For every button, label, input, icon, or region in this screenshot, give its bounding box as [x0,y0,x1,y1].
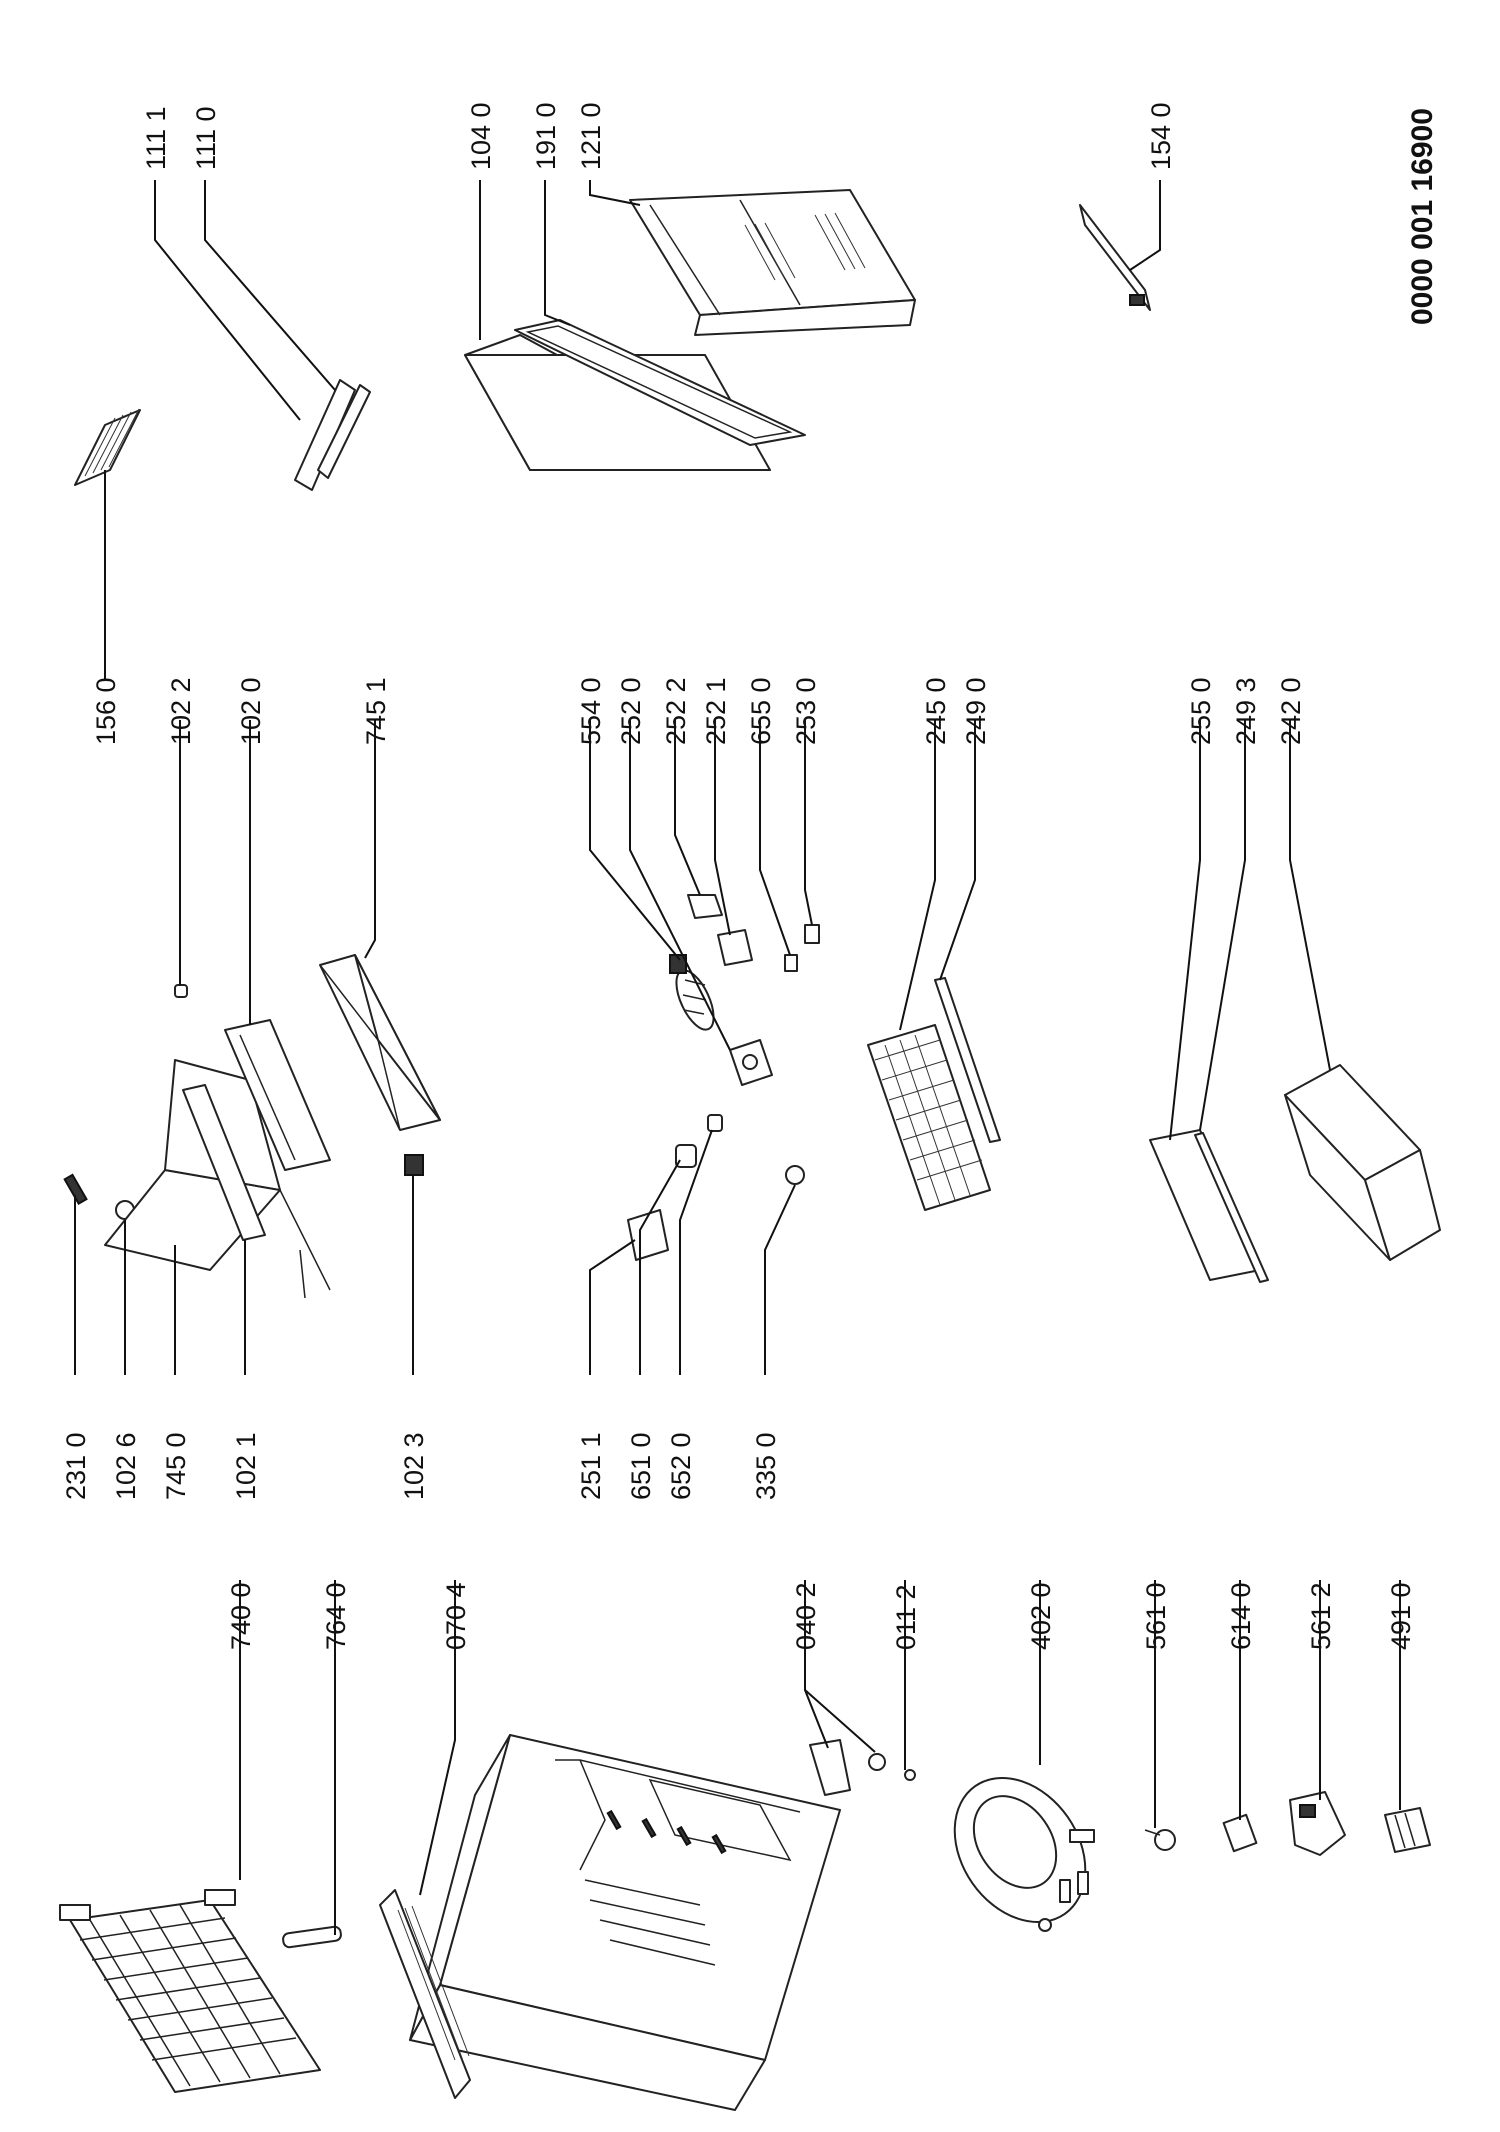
label-242-0: 242 0 [1276,677,1306,745]
part-cabinet-bottom-grille [379,1889,471,2099]
label-249-3: 249 3 [1231,677,1261,745]
part-shelf-trim [934,977,1001,1143]
part-thermostat-bulb [63,1173,88,1205]
label-745-0: 745 0 [161,1432,191,1500]
part-lamp-socket [675,1144,697,1168]
label-102-3: 102 3 [399,1432,429,1500]
label-102-2: 102 2 [166,677,196,745]
label-255-0: 255 0 [1186,677,1216,745]
part-switch [804,924,820,944]
document-number: 0000 001 16900 [1406,108,1439,325]
leader-lines [74,180,1401,1935]
part-compressor [953,1776,1095,1932]
label-111-1: 111 1 [141,106,171,170]
label-070-4: 070 4 [441,1582,471,1650]
part-drier [282,1925,342,1949]
part-relay-cover [1289,1791,1346,1856]
part-cabinet [379,1734,841,2111]
part-shelf-rail [224,1019,331,1171]
label-252-2: 252 2 [661,677,691,745]
label-253-0: 253 0 [791,677,821,745]
label-251-1: 251 1 [576,1432,606,1500]
part-door-handle [294,379,371,491]
part-door-gasket [514,319,806,446]
label-111-0: 111 0 [191,106,221,170]
label-561-2: 561 2 [1306,1582,1336,1650]
part-fan-blade [729,1039,773,1086]
label-561-0: 561 0 [1141,1582,1171,1650]
label-245-0: 245 0 [921,677,951,745]
label-154-0: 154 0 [1146,102,1176,170]
label-651-0: 651 0 [626,1432,656,1500]
part-fan-motor [669,954,715,1031]
label-011-2: 011 2 [891,1584,921,1650]
part-lower-hinge [809,1739,916,1796]
label-121-0: 121 0 [576,102,606,170]
label-652-0: 652 0 [666,1432,696,1500]
part-tray [319,954,441,1131]
label-335-0: 335 0 [751,1432,781,1500]
part-drain-plug [785,1165,805,1185]
label-102-1: 102 1 [231,1432,261,1500]
part-glass-shelf-trim [1194,1132,1269,1283]
label-745-1: 745 1 [361,677,391,745]
part-small-clip [174,984,188,998]
part-lamp-bulb [707,1114,723,1132]
part-door-shelf [1079,204,1151,311]
label-156-0: 156 0 [91,677,121,745]
label-252-1: 252 1 [701,677,731,745]
part-ice-tray [74,408,141,486]
part-freezer-compartment [629,189,916,336]
label-249-0: 249 0 [961,677,991,745]
label-102-0: 102 0 [236,677,266,745]
part-fan-housing [717,929,753,966]
label-104-0: 104 0 [466,102,496,170]
label-554-0: 554 0 [576,677,606,745]
part-labels: 740 0 764 0 070 4 040 2 011 2 402 0 561 … [61,102,1416,1650]
part-wire-shelf [867,1024,991,1211]
label-231-0: 231 0 [61,1432,91,1500]
part-condenser [59,1889,321,2093]
label-040-2: 040 2 [791,1582,821,1650]
label-191-0: 191 0 [531,102,561,170]
label-102-6: 102 6 [111,1432,141,1500]
part-lamp-holder [784,954,798,972]
label-614-0: 614 0 [1226,1582,1256,1650]
label-655-0: 655 0 [746,677,776,745]
part-cover-box [1384,1807,1431,1853]
label-252-0: 252 0 [616,677,646,745]
part-rail [182,1084,266,1241]
part-relay [1144,1829,1176,1851]
part-fan-bracket [687,894,723,919]
part-bracket [404,1154,424,1176]
label-491-0: 491 0 [1386,1582,1416,1650]
label-740-0: 740 0 [226,1582,256,1650]
label-402-0: 402 0 [1026,1582,1056,1650]
label-764-0: 764 0 [321,1582,351,1650]
part-crisper [1284,1064,1441,1261]
part-overload [1222,1813,1258,1853]
